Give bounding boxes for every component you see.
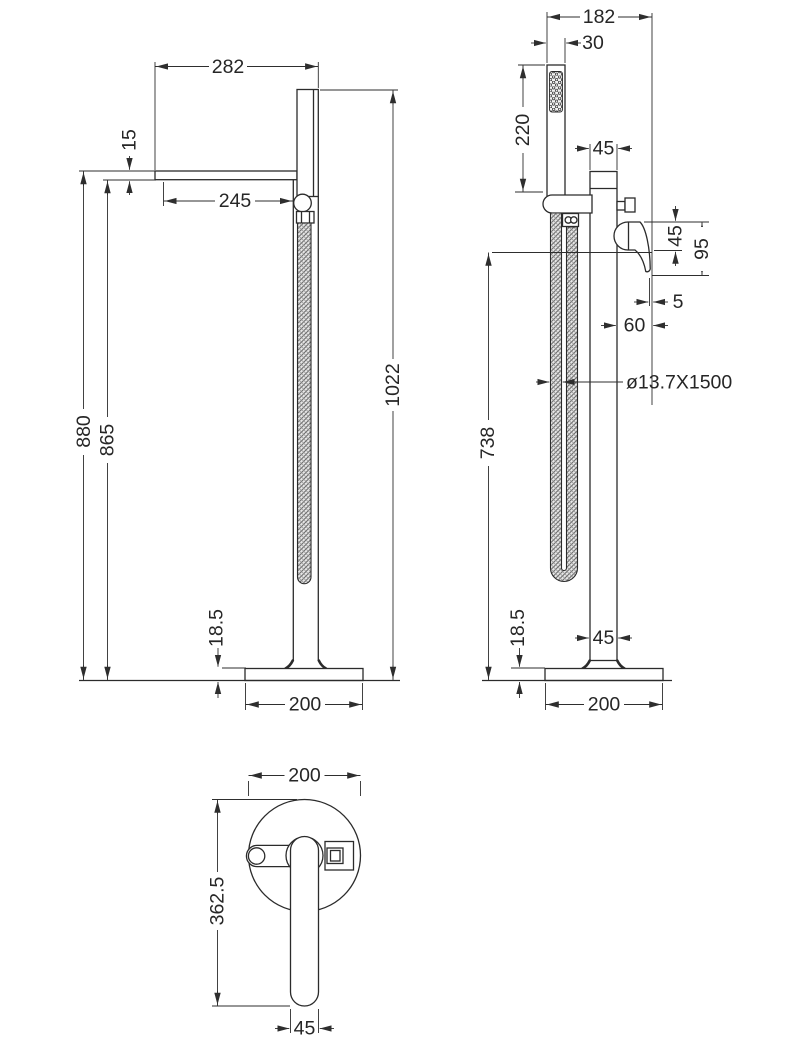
svg-text:45: 45 <box>593 138 615 160</box>
hose-nut-side <box>561 212 580 228</box>
svg-text:200: 200 <box>289 694 322 716</box>
svg-text:245: 245 <box>219 190 252 212</box>
plan-view: 200 362.5 45 <box>207 765 362 1040</box>
svg-text:865: 865 <box>97 424 119 457</box>
dim-plan-spout-reach: 362.5 <box>207 799 297 1007</box>
hose-nut-front <box>295 210 315 224</box>
svg-text:880: 880 <box>73 415 95 448</box>
front-view: 282 15 245 880 <box>73 56 404 716</box>
svg-text:45: 45 <box>593 627 615 649</box>
dim-side-handle-projection: 60 <box>601 315 668 337</box>
dim-front-overall-height: 1022 <box>320 89 404 680</box>
dim-side-handset-width: 30 <box>531 32 604 63</box>
dim-front-overall-width: 282 <box>154 56 319 170</box>
spout-plan <box>289 835 320 1007</box>
lever-plan <box>324 840 355 871</box>
svg-text:ø13.7X1500: ø13.7X1500 <box>626 372 732 394</box>
diverter-knob <box>616 197 636 213</box>
svg-text:738: 738 <box>477 427 499 460</box>
dim-side-overall-depth: 182 <box>546 6 653 405</box>
handset-side <box>546 64 566 198</box>
riser-column-front <box>292 179 319 661</box>
svg-text:282: 282 <box>212 56 245 78</box>
dim-front-base-thickness: 18.5 <box>206 609 246 698</box>
svg-text:95: 95 <box>691 238 713 260</box>
mixer-lever <box>613 221 651 273</box>
dim-side-handset-length: 220 <box>512 64 545 193</box>
dim-side-handle-drop: 95 <box>652 222 713 276</box>
svg-text:30: 30 <box>582 32 604 54</box>
svg-text:220: 220 <box>512 114 534 147</box>
base-side <box>544 659 664 682</box>
svg-text:200: 200 <box>288 765 321 787</box>
riser-column-side <box>589 170 618 662</box>
svg-text:60: 60 <box>624 315 646 337</box>
dim-side-hose-spec: ø13.7X1500 <box>536 372 732 394</box>
shower-hose-side <box>549 212 579 583</box>
base-front <box>244 659 364 682</box>
svg-text:200: 200 <box>588 694 621 716</box>
dim-plan-spout-width: 45 <box>275 1009 334 1040</box>
svg-text:5: 5 <box>673 291 684 313</box>
dim-side-riser-diameter-base: 45 <box>575 627 632 649</box>
dim-front-spout-height: 880 <box>73 170 156 680</box>
dim-front-spout-clearance: 865 <box>97 179 156 680</box>
svg-text:15: 15 <box>119 129 141 151</box>
svg-text:45: 45 <box>665 225 687 247</box>
svg-text:182: 182 <box>583 6 616 28</box>
dim-front-spout-thickness: 15 <box>119 129 141 195</box>
dim-plan-base-diameter: 200 <box>248 765 361 796</box>
handset-bracket <box>542 194 593 214</box>
svg-text:18.5: 18.5 <box>206 609 228 647</box>
dim-side-base-diameter: 200 <box>545 683 663 716</box>
dim-side-handle-underside-height: 738 <box>477 252 652 680</box>
svg-text:1022: 1022 <box>382 363 404 406</box>
dim-front-spout-projection: 245 <box>163 182 293 212</box>
side-view: 182 30 220 45 <box>477 6 732 716</box>
dim-side-handle-tip-offset: 5 <box>634 278 684 313</box>
svg-text:45: 45 <box>294 1018 316 1040</box>
hose-connector-front <box>293 193 312 213</box>
dim-side-base-thickness: 18.5 <box>507 609 545 698</box>
svg-text:362.5: 362.5 <box>207 876 229 925</box>
holder-hole <box>247 847 266 865</box>
dim-side-riser-diameter: 45 <box>575 138 632 170</box>
dim-side-handle-height: 45 <box>644 206 709 266</box>
svg-text:18.5: 18.5 <box>507 609 529 647</box>
spout-front <box>154 170 298 181</box>
shower-hose-front <box>296 222 312 585</box>
handset-front <box>296 88 319 198</box>
spray-face <box>549 71 563 113</box>
dim-front-base-diameter: 200 <box>245 683 363 716</box>
